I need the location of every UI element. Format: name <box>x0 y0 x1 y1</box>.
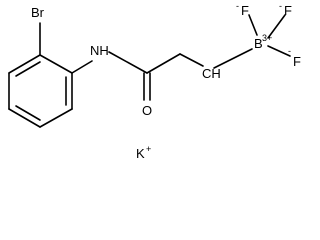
f2-label: F <box>284 3 292 18</box>
potassium-label: K + <box>136 144 151 161</box>
ch-b-bond <box>213 48 253 69</box>
c-ch2-bond <box>146 53 181 74</box>
boron-label: B 3+ <box>254 33 272 51</box>
b-f-bond-2 <box>267 14 286 39</box>
fluorine-top-left: - F <box>236 1 249 18</box>
bromine-label: Br <box>31 5 45 20</box>
fluorine-right: - F <box>288 46 301 69</box>
b-label: B <box>254 36 263 51</box>
b-charge: 3+ <box>262 33 272 43</box>
f1-charge: - <box>236 1 239 11</box>
c-label: CH <box>202 66 221 81</box>
ring-bond-1 <box>39 54 73 74</box>
fluorine-top-right: - F <box>279 1 292 18</box>
n-c-bond <box>108 51 148 74</box>
ch-label: CH <box>202 66 221 81</box>
ring-bond-6 <box>8 54 41 74</box>
f3-label: F <box>293 54 301 69</box>
b-f-bond-3 <box>267 45 291 57</box>
b-f-bond-1 <box>248 14 258 36</box>
ring-double-bond-2 <box>15 105 41 121</box>
benzene-ring <box>8 54 73 128</box>
c-n-bond <box>71 60 93 74</box>
nh-label: NH <box>90 43 109 58</box>
ring-double-bond-3 <box>15 61 41 77</box>
chemical-structure: Br NH O CH B 3+ - F - F - F K + <box>8 1 301 161</box>
f2-charge: - <box>279 1 282 11</box>
ch2-ch-bond <box>179 53 204 67</box>
ring-bond-4 <box>8 108 41 128</box>
ring-bond-3 <box>39 108 73 128</box>
f1-label: F <box>241 3 249 18</box>
k-charge: + <box>146 144 151 154</box>
k-label: K <box>136 146 145 161</box>
oxygen-label: O <box>142 103 152 118</box>
f3-charge: - <box>288 46 291 56</box>
